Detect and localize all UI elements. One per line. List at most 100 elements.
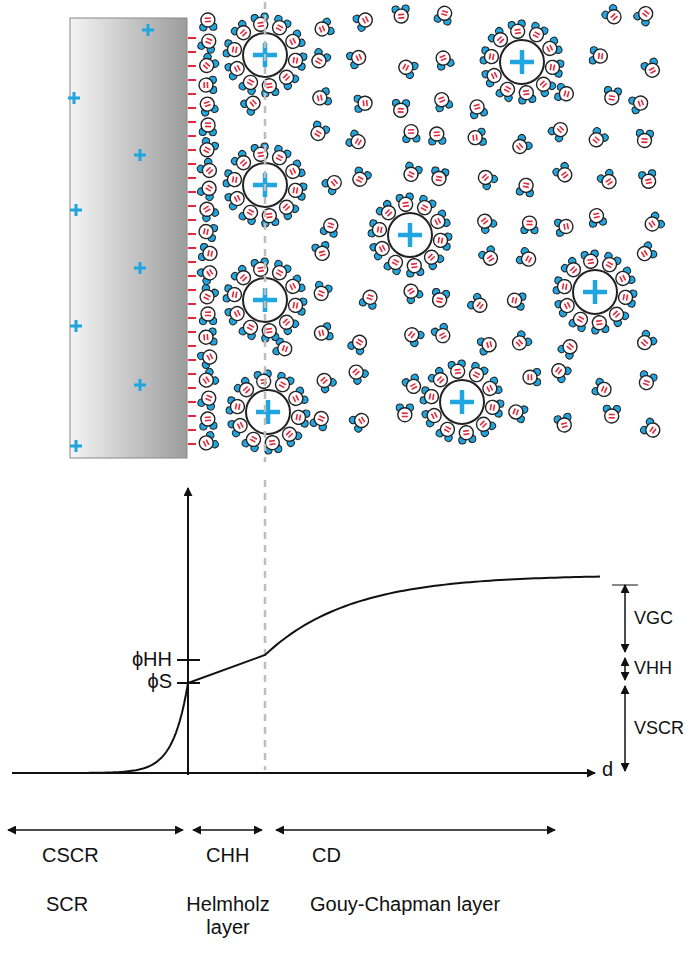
plus-sign <box>70 320 82 332</box>
minus-sign <box>188 65 196 67</box>
water-molecule <box>309 409 332 432</box>
minus-sign <box>188 149 196 151</box>
water-molecule <box>199 76 217 94</box>
minus-sign <box>188 51 196 53</box>
minus-sign <box>188 191 196 193</box>
water-molecule <box>642 211 666 235</box>
water-molecule <box>474 210 498 235</box>
water-molecule <box>474 166 499 191</box>
plus-sign <box>583 280 607 304</box>
minus-sign <box>188 135 196 137</box>
water-molecule <box>448 360 467 380</box>
minus-sign <box>188 247 196 249</box>
region-label: SCR <box>46 893 88 916</box>
dimension-arrow <box>8 829 183 831</box>
water-molecule <box>602 86 622 106</box>
cation <box>246 390 290 434</box>
water-molecule <box>251 143 270 163</box>
water-molecule <box>348 409 372 433</box>
water-molecule <box>226 396 246 416</box>
water-molecule <box>400 161 423 184</box>
water-molecule <box>196 262 220 286</box>
dimension-arrow <box>624 585 626 652</box>
water-molecule <box>589 46 608 65</box>
minus-sign <box>188 359 196 361</box>
tick <box>612 585 638 586</box>
water-molecule <box>223 284 243 304</box>
water-molecule <box>311 280 334 303</box>
capacitance-label: CHH <box>206 844 249 867</box>
water-molecule <box>196 136 219 160</box>
water-molecule <box>196 52 221 77</box>
region-label: Gouy-Chapman layer <box>310 893 500 916</box>
water-molecule <box>311 241 332 262</box>
water-molecule <box>554 83 576 104</box>
water-molecule <box>596 168 620 192</box>
water-molecule <box>313 322 334 343</box>
water-molecule <box>358 288 380 310</box>
water-molecule <box>311 87 332 108</box>
voltage-label: VHH <box>634 658 672 679</box>
water-molecule <box>396 404 413 422</box>
water-molecule <box>290 408 310 428</box>
water-molecule <box>251 13 270 33</box>
water-molecule <box>401 373 424 397</box>
water-molecule <box>581 250 600 270</box>
minus-sign <box>188 205 196 207</box>
water-molecule <box>308 47 332 71</box>
water-molecule <box>196 367 220 391</box>
water-molecule <box>553 276 573 296</box>
cation <box>573 270 617 314</box>
water-molecule <box>638 169 658 190</box>
helmholtz-plane <box>264 2 267 462</box>
water-molecule <box>223 169 243 189</box>
water-molecule <box>466 292 490 316</box>
water-molecule <box>287 296 307 316</box>
water-molecule <box>313 370 338 395</box>
dimension-arrow <box>624 658 626 680</box>
water-molecule <box>477 245 501 269</box>
plus-sign <box>134 262 146 274</box>
water-molecule <box>509 329 534 354</box>
minus-sign <box>188 163 196 165</box>
water-molecule <box>523 368 541 385</box>
water-molecule <box>431 90 453 113</box>
water-molecule <box>368 219 388 239</box>
water-molecule <box>552 161 576 185</box>
water-molecule <box>312 17 335 40</box>
potential-curve <box>12 577 600 773</box>
water-molecule <box>636 129 654 147</box>
water-molecule <box>287 51 307 71</box>
water-molecule <box>349 166 372 190</box>
plus-sign <box>70 440 82 452</box>
water-molecule <box>199 411 218 430</box>
water-molecule <box>517 85 536 105</box>
cation <box>440 380 484 424</box>
water-molecule <box>251 258 270 278</box>
water-molecule <box>197 95 219 117</box>
region-label: Helmholz layer <box>178 893 278 939</box>
water-molecule <box>508 20 527 40</box>
water-molecule <box>260 208 279 228</box>
axis-label: d <box>602 758 613 781</box>
water-molecule <box>585 126 609 151</box>
water-molecule <box>516 177 536 197</box>
minus-sign <box>188 331 196 333</box>
water-molecule <box>603 405 621 423</box>
water-molecule <box>480 46 500 66</box>
water-molecule <box>287 181 307 201</box>
water-molecule <box>433 48 456 71</box>
plus-sign <box>70 204 82 216</box>
water-molecule <box>430 322 454 346</box>
minus-sign <box>188 79 196 81</box>
capacitance-label: CD <box>312 844 341 867</box>
water-molecule <box>639 417 663 441</box>
water-molecule <box>320 216 341 238</box>
plus-sign <box>134 149 146 161</box>
minus-sign <box>188 317 196 319</box>
water-molecule <box>401 324 425 348</box>
minus-sign <box>188 289 196 291</box>
minus-sign <box>188 121 196 123</box>
potential-label: ϕS <box>147 670 172 693</box>
